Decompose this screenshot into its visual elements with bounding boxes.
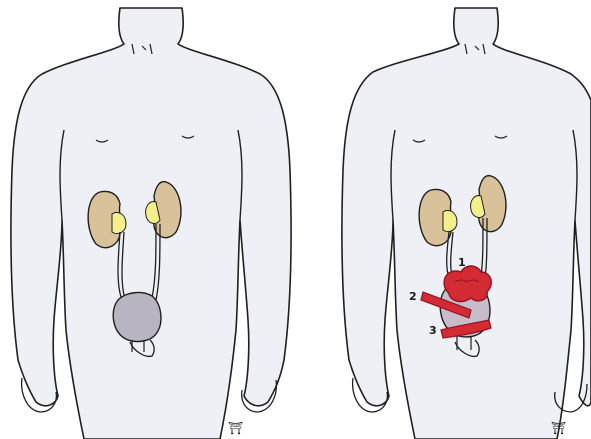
- artist-signature-left: ⛩: [228, 421, 243, 435]
- torso-silhouette: [342, 8, 591, 439]
- renal-pelvis-left: [112, 212, 126, 233]
- marker-1-label: 1: [458, 256, 466, 269]
- torso-silhouette: [11, 8, 291, 439]
- artist-signature-right: ⛩: [551, 421, 566, 435]
- bladder-normal: [113, 293, 161, 342]
- marker-2-label: 2: [409, 290, 417, 303]
- figure-bladder-pathology: 1 2 3 ⛩: [295, 0, 591, 439]
- marker-3-label: 3: [429, 324, 437, 337]
- figure-normal-urinary-tract: ⛩: [0, 0, 296, 439]
- body-outline-normal: ⛩: [0, 0, 296, 439]
- renal-pelvis-left: [443, 210, 457, 231]
- body-outline-pathology: 1 2 3 ⛩: [295, 0, 591, 439]
